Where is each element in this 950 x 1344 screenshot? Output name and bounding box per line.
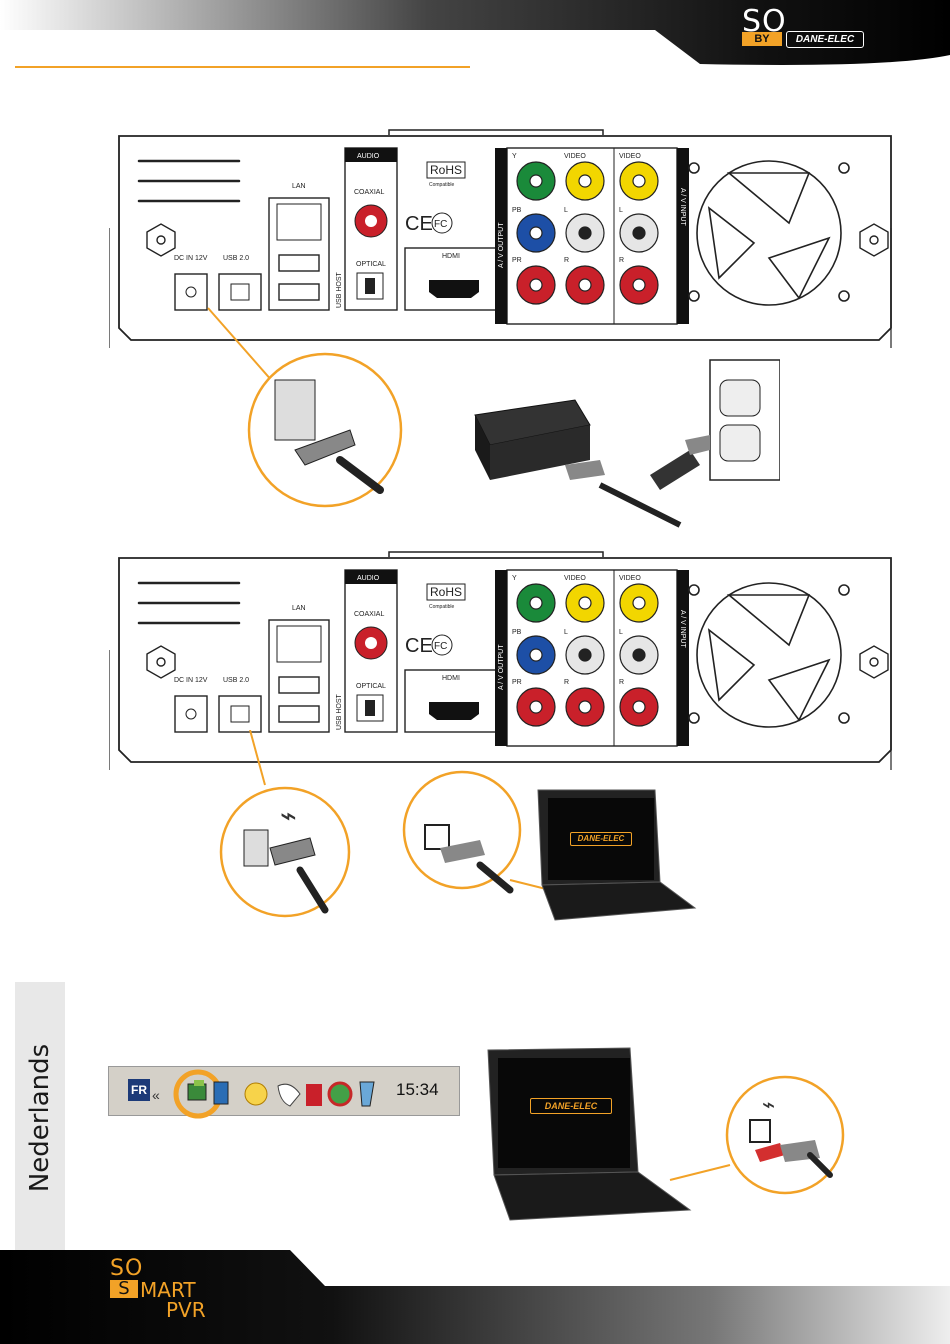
video-out-label: VIDEO <box>564 153 586 160</box>
av-output-label: A / V OUTPUT <box>498 644 505 690</box>
r-in-label: R <box>619 257 624 264</box>
video-in-label: VIDEO <box>619 575 641 582</box>
language-indicator[interactable]: FR <box>128 1079 150 1101</box>
lan-label: LAN <box>292 605 306 612</box>
r-out-label: R <box>564 679 569 686</box>
av-output-label: A / V OUTPUT <box>498 222 505 268</box>
audio-label: AUDIO <box>357 575 380 582</box>
brand-by-badge: BY <box>742 32 782 46</box>
av-input-label: A / V INPUT <box>679 188 686 226</box>
av-input-label: A / V INPUT <box>679 610 686 648</box>
hdmi-label: HDMI <box>442 675 460 682</box>
svg-text:«: « <box>152 1087 160 1103</box>
usb-host-label: USB HOST <box>336 271 343 308</box>
rohs-sub-label: Compatible <box>429 604 455 610</box>
l-in-label: L <box>619 207 623 214</box>
language-side-tab <box>15 982 65 1254</box>
r-out-label: R <box>564 257 569 264</box>
fc-mark: FC <box>434 641 447 652</box>
taskbar-clock: 15:34 <box>396 1080 439 1099</box>
usb-symbol-icon: ⌁ <box>280 800 297 831</box>
device-rear-panel-1: DC IN 12V USB 2.0 LAN USB HOST AUDIO COA… <box>109 129 892 348</box>
video-in-label: VIDEO <box>619 153 641 160</box>
lan-label: LAN <box>292 183 306 190</box>
tray-icons: « <box>152 1069 375 1119</box>
accent-divider <box>15 66 470 68</box>
rohs-sub-label: Compatible <box>429 182 455 188</box>
footer-logo-s: S <box>110 1280 138 1298</box>
y-label: Y <box>512 575 517 582</box>
pb-label: PB <box>512 629 522 636</box>
header-bar <box>0 0 950 65</box>
coaxial-label: COAXIAL <box>354 611 384 618</box>
coaxial-label: COAXIAL <box>354 189 384 196</box>
video-out-label: VIDEO <box>564 575 586 582</box>
optical-label: OPTICAL <box>356 683 386 690</box>
optical-label: OPTICAL <box>356 261 386 268</box>
audio-label: AUDIO <box>357 153 380 160</box>
brand-dane-elec-logo: DANE-ELEC <box>786 31 864 48</box>
footer-logo-so: SO <box>110 1256 144 1281</box>
power-connection-illustration <box>207 307 780 528</box>
pr-label: PR <box>512 257 522 264</box>
l-out-label: L <box>564 629 568 636</box>
r-in-label: R <box>619 679 624 686</box>
l-in-label: L <box>619 629 623 636</box>
l-out-label: L <box>564 207 568 214</box>
rohs-label: RoHS <box>430 585 462 599</box>
footer-bar <box>0 1250 950 1344</box>
laptop-screen-logo: DANE-ELEC <box>570 832 632 846</box>
usb-removal-illustration: ⌁ <box>487 1047 845 1221</box>
ce-mark: CE <box>405 213 433 235</box>
footer-logo-pvr: PVR <box>166 1298 206 1322</box>
language-label: Nederlands <box>25 1043 55 1193</box>
usb-host-label: USB HOST <box>336 693 343 730</box>
rohs-label: RoHS <box>430 163 462 177</box>
laptop-screen-logo: DANE-ELEC <box>530 1098 612 1114</box>
ce-mark: CE <box>405 635 433 657</box>
y-label: Y <box>512 153 517 160</box>
pb-label: PB <box>512 207 522 214</box>
usb2-label: USB 2.0 <box>223 677 249 684</box>
usb-connection-illustration: ⌁ <box>219 730 697 921</box>
fc-mark: FC <box>434 219 447 230</box>
dc-in-label: DC IN 12V <box>174 255 208 262</box>
device-rear-panel-2: DC IN 12V USB 2.0 LAN USB HOST AUDIO COA… <box>109 551 892 770</box>
usb-symbol-icon: ⌁ <box>762 1092 775 1117</box>
hdmi-label: HDMI <box>442 253 460 260</box>
dc-in-label: DC IN 12V <box>174 677 208 684</box>
usb2-label: USB 2.0 <box>223 255 249 262</box>
safely-remove-hardware-icon <box>187 1080 207 1101</box>
pr-label: PR <box>512 679 522 686</box>
footer-logo-mart: MART <box>140 1278 196 1302</box>
